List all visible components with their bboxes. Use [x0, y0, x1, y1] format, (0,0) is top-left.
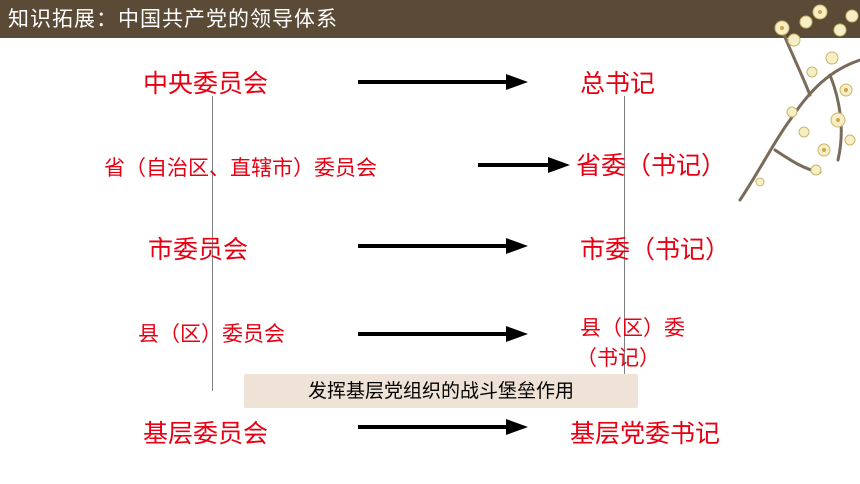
plum-blossom-decoration [738, 4, 860, 202]
arrow-right-icon [358, 74, 528, 90]
page-title: 知识拓展：中国共产党的领导体系 [8, 7, 338, 31]
committee-connector-line [212, 96, 213, 391]
leader-city: 市委（书记） [580, 235, 731, 264]
leader-grassroots: 基层党委书记 [570, 419, 721, 448]
title-bar: 知识拓展：中国共产党的领导体系 [0, 0, 860, 38]
committee-city: 市委员会 [148, 235, 249, 264]
committee-grassroots: 基层委员会 [143, 419, 269, 448]
grassroots-callout: 发挥基层党组织的战斗堡垒作用 [244, 374, 638, 408]
leader-county: 县（区）委 [580, 316, 685, 340]
arrow-right-icon [358, 238, 528, 254]
arrow-right-icon [478, 157, 570, 173]
leader-general-secretary: 总书记 [580, 69, 656, 98]
leader-county-secretary: （书记） [576, 346, 660, 370]
leader-provincial: 省委（书记） [576, 151, 727, 180]
committee-county: 县（区）委员会 [138, 322, 285, 346]
arrow-right-icon [358, 326, 528, 342]
committee-provincial: 省（自治区、直辖市）委员会 [104, 156, 377, 180]
arrow-right-icon [358, 419, 528, 435]
leader-connector-line [624, 96, 625, 386]
committee-central: 中央委员会 [143, 69, 269, 98]
